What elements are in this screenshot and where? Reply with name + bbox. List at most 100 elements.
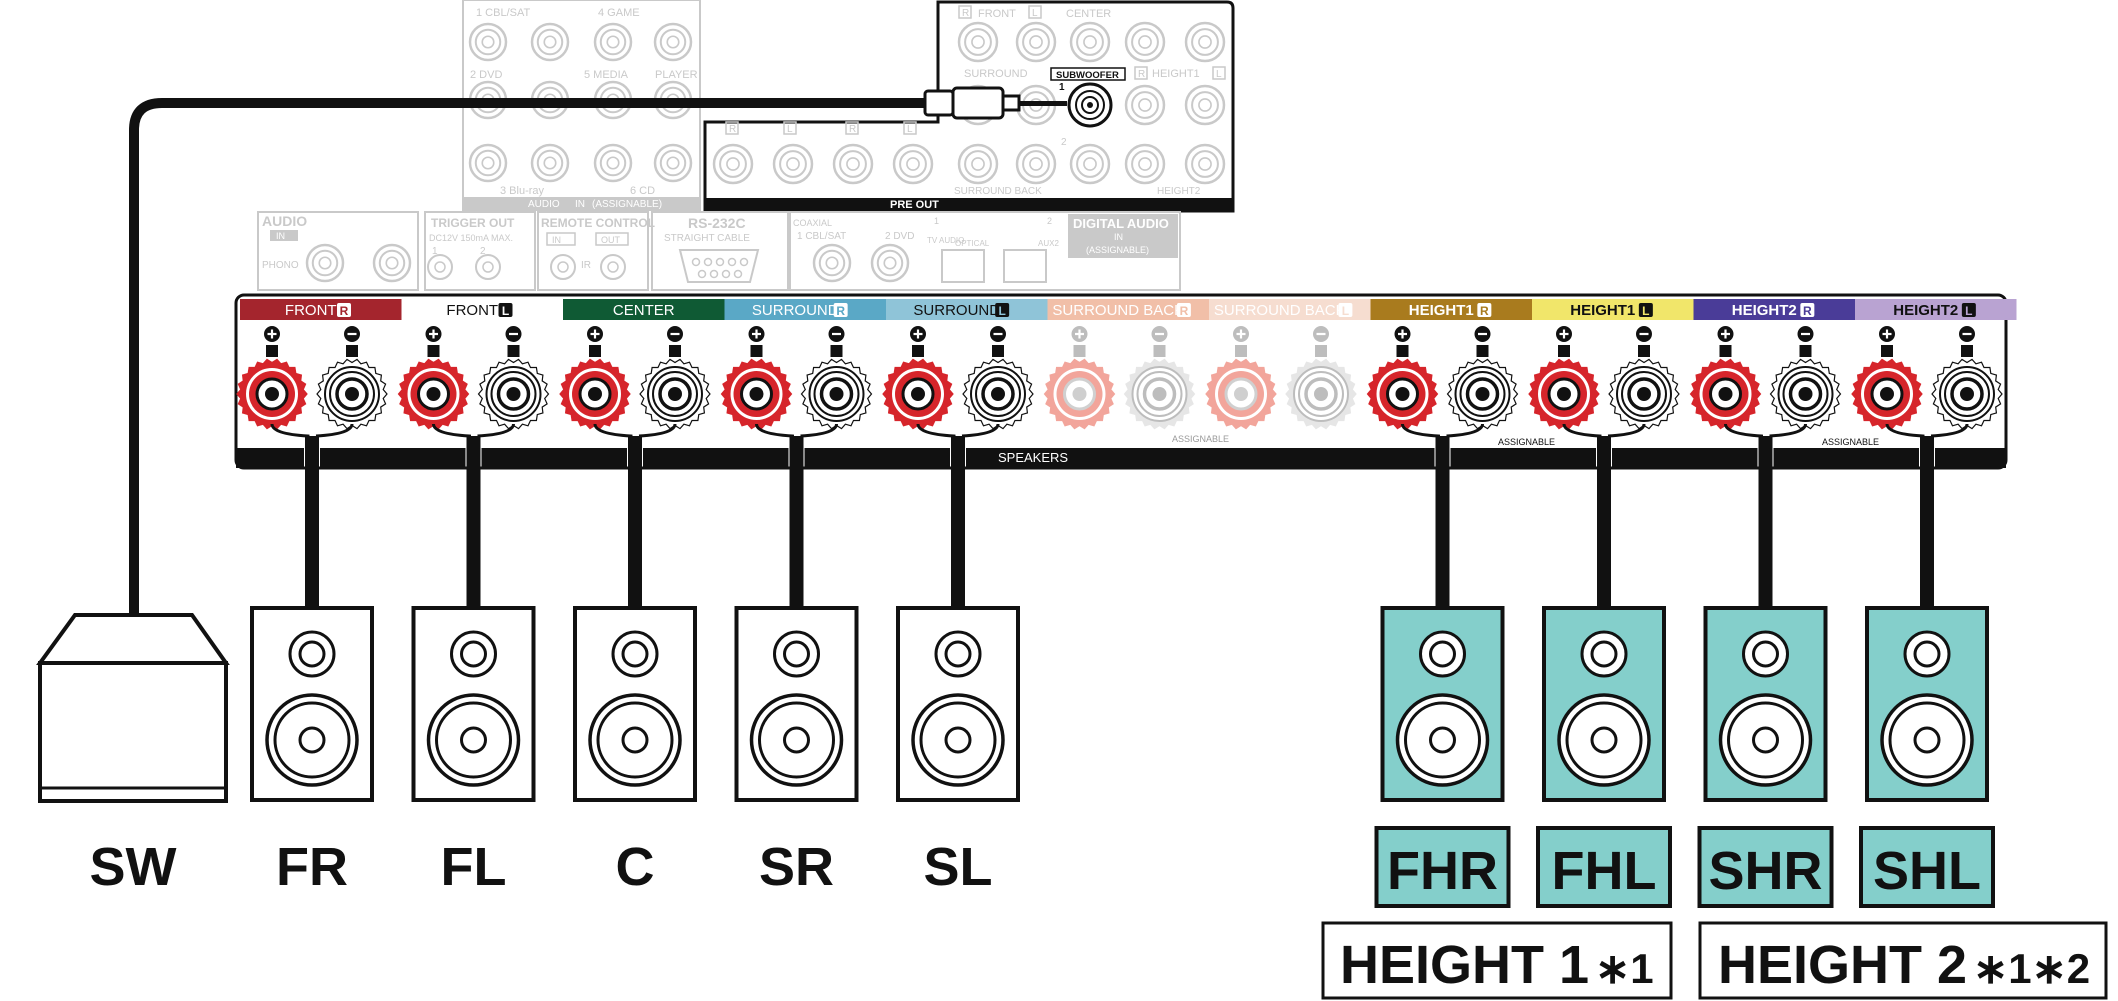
- audio-in-jack: [530, 22, 570, 62]
- negative-terminal: [962, 358, 1034, 430]
- pre-out-surround: SURROUND: [964, 68, 1028, 80]
- mini-jack: [475, 254, 501, 280]
- coax-cbl-label: 1 CBL/SAT: [797, 231, 846, 242]
- channel-header-bg: [401, 299, 563, 320]
- remote-ir-label: IR: [581, 260, 591, 271]
- rs232c-frame: [651, 211, 789, 291]
- speaker-code: FR: [276, 837, 348, 897]
- audio-in-row1-a: 1 CBL/SAT: [476, 7, 530, 19]
- pre-out-height1: HEIGHT1: [1152, 68, 1200, 80]
- channel-mark-text: L: [787, 124, 793, 135]
- channel-mark-text: L: [502, 304, 509, 318]
- speaker-bar-segment: [1935, 448, 2006, 468]
- pre-out-height2: HEIGHT2: [1157, 186, 1201, 197]
- subwoofer-label-box: [1050, 67, 1126, 81]
- pre-out-jack: [892, 143, 934, 185]
- speaker-code: SR: [759, 837, 834, 897]
- channel-mark: [903, 121, 917, 135]
- assignable-label-3: ASSIGNABLE: [1822, 437, 1879, 447]
- channel-header-bg: [1209, 299, 1371, 320]
- terminal-pair: [1528, 326, 1680, 430]
- channel-mark-text: R: [1180, 304, 1189, 318]
- speaker-bar-segment: [320, 448, 466, 468]
- speaker-bar: [236, 448, 2006, 468]
- channel-mark-bg: [995, 303, 1010, 317]
- pre-out-jack: [1124, 143, 1166, 185]
- speaker-label-fl: FL: [441, 837, 507, 897]
- pre-out-jack: [1124, 84, 1166, 126]
- speaker-code: SW: [90, 837, 177, 897]
- channel-header-label: HEIGHT1: [1409, 302, 1474, 319]
- channel-mark-text: R: [962, 8, 969, 19]
- rs232c-port: [678, 249, 760, 283]
- rs232c-label: RS-232C: [688, 215, 746, 231]
- speaker-label-shr: SHR: [1697, 826, 1834, 908]
- rs232c-pin: [727, 257, 737, 267]
- channel-header-label: HEIGHT1: [1570, 302, 1635, 319]
- speaker-label-fr: FR: [276, 837, 348, 897]
- channel-mark-text: R: [1803, 304, 1812, 318]
- negative-terminal: [1931, 358, 2003, 430]
- speaker-code: FL: [441, 837, 507, 897]
- phono-label: PHONO: [262, 260, 299, 271]
- audio-in-jacks: [468, 22, 693, 183]
- rs232c-pin: [703, 257, 713, 267]
- channel-header-bg: [1532, 299, 1694, 320]
- speaker-icon: [411, 606, 536, 802]
- trigger-frame: [424, 211, 536, 291]
- rs232c-pin: [733, 269, 743, 279]
- positive-terminal: [1528, 358, 1600, 430]
- negative-terminal: [1285, 358, 1357, 430]
- rs232c-pin: [739, 257, 749, 267]
- terminal-pair: [1689, 326, 1842, 430]
- audio-in-bar-assignable: (ASSIGNABLE): [592, 199, 662, 210]
- channel-header: FRONT L: [401, 299, 563, 320]
- positive-terminal: [397, 358, 470, 430]
- speaker-terminals: [236, 326, 2003, 430]
- optical-port-2: [1003, 249, 1047, 283]
- pre-out-jack: [957, 143, 999, 185]
- channel-header: CENTER: [563, 299, 725, 320]
- assignable-label-1: ASSIGNABLE: [1172, 434, 1229, 444]
- channel-header-bg: [1693, 299, 1855, 320]
- channel-header-label: FRONT: [446, 302, 498, 319]
- channel-header-label: SURROUND: [752, 302, 839, 319]
- pre-out-jack: [1184, 143, 1226, 185]
- audio-in-panel: 1 CBL/SAT 4 GAME 2 DVD 5 MEDIA PLAYER 3 …: [462, 0, 701, 211]
- speaker-bar-segment: [966, 448, 1435, 468]
- channel-header-label: SURROUND BACK: [1214, 302, 1346, 319]
- audio-in-jack: [653, 22, 693, 62]
- speaker-cable: [1724, 423, 1807, 612]
- tv-num-label: 1: [934, 216, 939, 226]
- speaker-label-fhr: FHR: [1374, 826, 1511, 908]
- speaker-label-shl: SHL: [1859, 826, 1995, 908]
- terminal-pair: [236, 326, 388, 430]
- negative-terminal: [1123, 358, 1196, 430]
- channel-mark-bg: [1338, 303, 1353, 317]
- rs232c-pin: [697, 269, 707, 279]
- phono-audio-label: AUDIO: [262, 213, 307, 229]
- speaker-bar-segment: [236, 448, 304, 468]
- terminal-pair: [1851, 326, 2003, 430]
- speaker-bar-segment: [1450, 448, 1596, 468]
- height2-group: HEIGHT 2∗1∗2: [1698, 921, 2108, 1000]
- subwoofer-num-1: 1: [1059, 82, 1065, 93]
- speaker-code: SL: [923, 837, 992, 897]
- channel-header-label: SURROUND BACK: [1052, 302, 1184, 319]
- speaker-icon: [1542, 606, 1666, 802]
- positive-terminal: [1366, 358, 1439, 430]
- audio-in-jack: [653, 143, 693, 183]
- speaker-icon: [573, 606, 697, 802]
- speaker-boxes: [250, 606, 1989, 802]
- remote-control-label: REMOTE CONTROL: [541, 216, 655, 230]
- digital-audio-frame: [789, 211, 1181, 291]
- trigger-1: 1: [432, 246, 438, 257]
- coaxial-label: COAXIAL: [793, 218, 832, 228]
- terminal-pair: [882, 326, 1034, 430]
- rca-plug-pin: [1019, 101, 1067, 106]
